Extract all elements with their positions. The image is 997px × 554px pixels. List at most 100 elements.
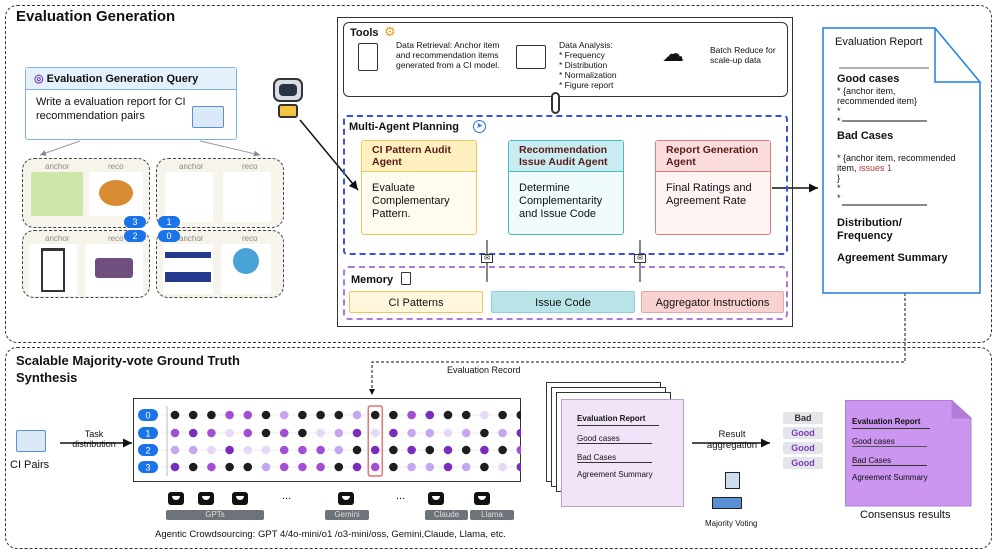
vote-dot — [498, 445, 507, 455]
row-label: 2 — [145, 446, 150, 456]
anchor-label: anchor — [45, 162, 70, 171]
vote-good: Good — [783, 457, 823, 469]
vote-dot — [170, 462, 180, 472]
pair-index-badge: 2 — [124, 230, 146, 242]
vote-dot — [298, 428, 307, 438]
row-badge — [138, 409, 158, 421]
vote-dot — [334, 462, 344, 472]
vote-dot — [407, 428, 416, 438]
pair-card: anchor reco — [156, 230, 284, 298]
shelf-image — [29, 244, 77, 296]
analysis-item: * Figure report — [559, 80, 614, 90]
vote-dot — [370, 428, 380, 438]
vote-dot — [407, 445, 416, 455]
vote-bad: Bad — [783, 412, 823, 424]
evaluation-generation-section — [5, 5, 992, 343]
agent-title: Recommendation Issue Audit Agent — [509, 141, 623, 172]
doc-bad-cases: Bad Cases — [577, 453, 652, 463]
model-tag-gemini: Gemini — [325, 510, 369, 520]
analysis-item: * Frequency — [559, 50, 605, 60]
charger-image — [165, 172, 213, 222]
vote-dot — [243, 410, 253, 420]
anchor-label: anchor — [179, 234, 204, 243]
vote-dot — [207, 462, 216, 472]
vote-dot — [188, 462, 198, 472]
vote-dot — [407, 462, 416, 472]
vote-good: Good — [783, 427, 823, 439]
report-stack — [546, 382, 686, 510]
pair-index-badge: 3 — [124, 216, 146, 228]
vote-dot — [207, 445, 216, 455]
vote-dot — [298, 410, 307, 420]
data-analysis-text: Data Analysis: * Frequency * Distributio… — [559, 40, 617, 90]
vote-dot — [207, 410, 216, 420]
vote-dot — [225, 428, 234, 438]
good-case-item: * {anchor item, recommended item} — [837, 86, 918, 106]
vote-dot — [188, 410, 198, 420]
majority-voting-icon — [712, 472, 752, 518]
vote-dot — [443, 428, 453, 438]
robot-icon — [474, 492, 490, 505]
vote-dot — [461, 428, 471, 438]
vote-list: Bad Good Good Good — [783, 412, 823, 469]
doc-title: Evaluation Report — [852, 417, 930, 429]
folder-icon — [192, 106, 224, 128]
sandwich-bags-image — [31, 172, 83, 216]
gear-icon: ⚙ — [384, 24, 396, 39]
doc-title: Evaluation Report — [577, 414, 659, 426]
model-tag-llama: Llama — [470, 510, 514, 520]
vote-dot — [352, 428, 362, 438]
vote-dot — [389, 410, 398, 420]
foil-image — [163, 244, 213, 294]
agent-system-box — [337, 17, 793, 327]
vote-good: Good — [783, 442, 823, 454]
memory-issue-code[interactable]: Issue Code — [491, 291, 635, 313]
vote-dot — [370, 410, 380, 420]
vote-dot — [425, 428, 435, 438]
recommendation-issue-audit-agent[interactable]: Recommendation Issue Audit Agent Determi… — [508, 140, 624, 235]
section-title: Evaluation Generation — [16, 8, 176, 25]
ellipsis: ... — [282, 490, 292, 502]
agreement-summary-heading: Agreement Summary — [837, 252, 948, 264]
majority-voting-label: Majority Voting — [705, 519, 758, 528]
robot-icon — [232, 492, 248, 505]
result-aggregation-label: Result aggregation — [706, 429, 758, 451]
row-label: 3 — [145, 463, 150, 473]
query-title: Evaluation Generation Query — [46, 73, 199, 85]
planning-title: Multi-Agent Planning — [349, 121, 459, 133]
model-tag-claude: Claude — [425, 510, 468, 520]
model-robots — [160, 488, 520, 514]
ellipsis: ... — [396, 490, 406, 502]
sd-card-icon — [401, 272, 411, 285]
analysis-item: * Distribution — [559, 60, 608, 70]
crowdsourcing-caption: Agentic Crowdsourcing: GPT 4/4o-mini/o1 … — [155, 529, 506, 540]
vote-dot — [316, 428, 325, 438]
issue-code: issues 1 — [859, 163, 893, 173]
pair-grid: anchor reco anchor reco anchor reco anch… — [22, 158, 298, 298]
agent-title: CI Pattern Audit Agent — [362, 141, 476, 172]
model-tag-gpts: GPTs — [166, 510, 264, 520]
report-generation-agent[interactable]: Report Generation Agent Final Ratings an… — [655, 140, 771, 235]
bad-cases-heading: Bad Cases — [837, 130, 894, 142]
chat-icon: ◎ — [34, 73, 44, 85]
vote-dot — [370, 445, 380, 455]
vote-dot — [516, 462, 521, 472]
vote-dot — [316, 462, 325, 472]
vote-dot — [170, 410, 180, 420]
ci-pattern-audit-agent[interactable]: CI Pattern Audit Agent Evaluate Compleme… — [361, 140, 477, 235]
query-card: ◎ Evaluation Generation Query Write a ev… — [25, 67, 237, 140]
chain-link-icon — [551, 92, 560, 114]
memory-ci-patterns[interactable]: CI Patterns — [349, 291, 483, 313]
cable-image — [223, 172, 271, 222]
ci-pairs-label: CI Pairs — [10, 459, 50, 471]
memory-aggregator-instructions[interactable]: Aggregator Instructions — [641, 291, 784, 313]
tools-title: Tools — [350, 27, 379, 39]
distribution-heading: Distribution/ Frequency — [837, 217, 902, 242]
containers-image — [85, 244, 143, 296]
vote-dot — [334, 445, 344, 455]
vote-dot — [261, 462, 271, 472]
row-badge — [138, 461, 158, 473]
vote-dot — [461, 462, 471, 472]
onion-image — [89, 172, 143, 216]
